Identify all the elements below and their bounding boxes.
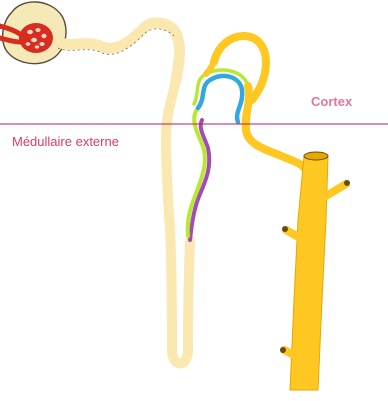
collecting-duct	[280, 152, 350, 390]
distal-segment-blue	[198, 76, 242, 122]
collecting-duct-branch-right	[326, 184, 346, 196]
proximal-convoluted-tubule	[58, 23, 180, 80]
cortex-label: Cortex	[311, 94, 352, 109]
outer-medulla-label: Médullaire externe	[12, 134, 119, 149]
